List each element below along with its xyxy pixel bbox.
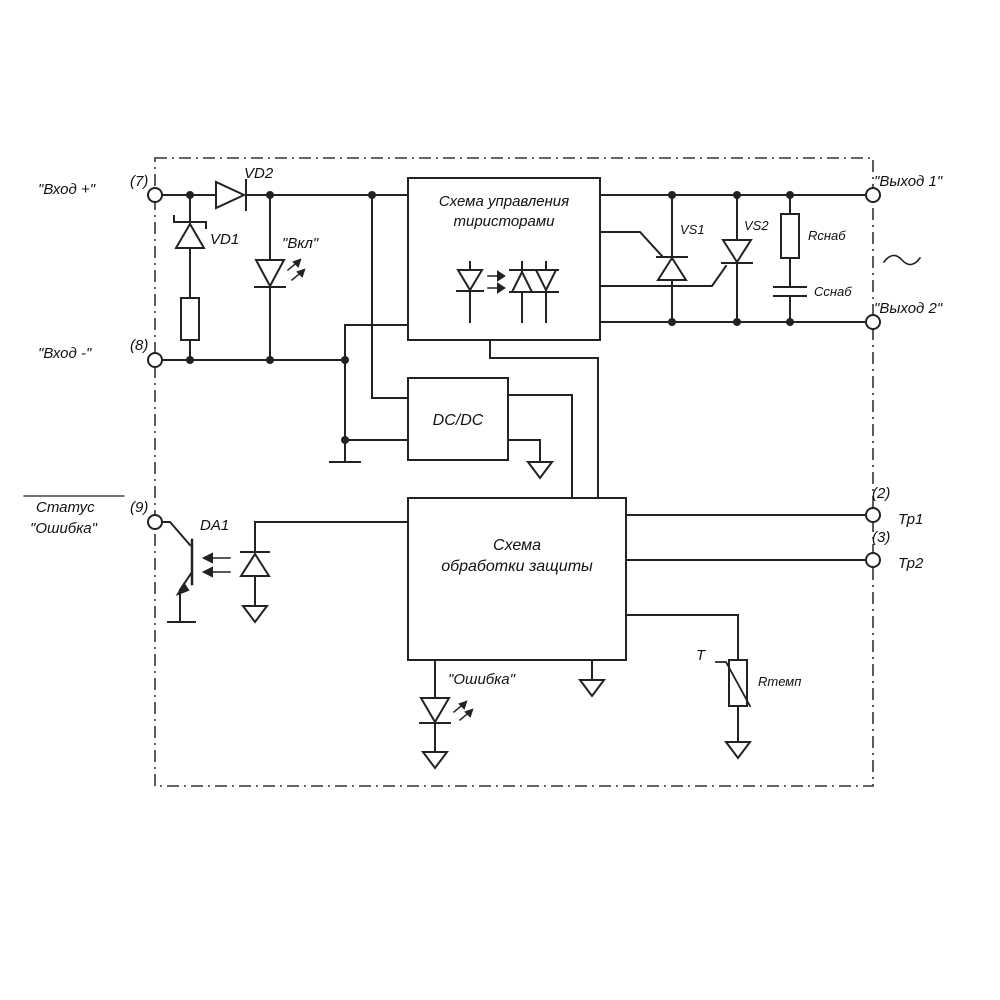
led-error bbox=[419, 659, 474, 770]
terminal-input-plus bbox=[147, 187, 163, 203]
da1-optocoupler bbox=[161, 521, 409, 624]
label-tp1-pin: (2) bbox=[872, 485, 890, 502]
label-status: Статус bbox=[36, 499, 95, 516]
label-tp2-pin: (3) bbox=[872, 529, 890, 546]
ac-symbol bbox=[882, 254, 922, 266]
ground-dcdc bbox=[526, 461, 554, 480]
label-input-plus: "Вход +" bbox=[38, 181, 96, 198]
vs1-thyristor bbox=[656, 194, 688, 323]
label-protection-2: обработки защиты bbox=[441, 558, 593, 575]
thermistor bbox=[625, 614, 752, 760]
vd2-diode bbox=[215, 179, 247, 211]
label-r-snubber: Rснаб bbox=[808, 228, 846, 243]
label-thermo-t: T bbox=[696, 647, 707, 664]
label-protection-1: Схема bbox=[493, 537, 541, 554]
label-led-error: "Ошибка" bbox=[448, 671, 516, 688]
vs2-thyristor bbox=[721, 194, 753, 323]
label-c-snubber: Cснаб bbox=[814, 284, 852, 299]
label-led-on: "Вкл" bbox=[282, 235, 319, 252]
label-vs1: VS1 bbox=[680, 222, 705, 237]
dcdc-block bbox=[407, 377, 509, 461]
snubber-rc bbox=[773, 194, 807, 323]
thyristor-control-block bbox=[407, 177, 601, 341]
label-input-minus: "Вход -" bbox=[38, 345, 92, 362]
terminal-tp1 bbox=[865, 507, 881, 523]
label-thyristor-ctrl-2: тиристорами bbox=[453, 213, 555, 230]
label-dcdc: DC/DC bbox=[433, 412, 484, 429]
terminal-input-minus bbox=[147, 352, 163, 368]
label-status-error: "Ошибка" bbox=[30, 520, 98, 537]
label-tp2: Тр2 bbox=[898, 555, 924, 572]
output-section bbox=[599, 191, 922, 326]
label-output1: "Выход 1" bbox=[874, 173, 943, 190]
protection-block bbox=[407, 497, 627, 661]
terminal-output1 bbox=[865, 187, 881, 203]
terminal-tp2 bbox=[865, 552, 881, 568]
ground-thermistor bbox=[724, 741, 752, 760]
terminal-status bbox=[147, 514, 163, 530]
module-frame bbox=[154, 157, 874, 787]
label-input-minus-pin: (8) bbox=[130, 337, 148, 354]
vd1-zener bbox=[173, 194, 207, 299]
terminal-output2 bbox=[865, 314, 881, 330]
label-status-pin: (9) bbox=[130, 499, 148, 516]
input-resistor bbox=[180, 297, 200, 341]
led-on bbox=[254, 194, 306, 361]
label-vd1: VD1 bbox=[210, 231, 239, 248]
label-da1: DA1 bbox=[200, 517, 229, 534]
label-output2: "Выход 2" bbox=[874, 300, 943, 317]
r-snubber bbox=[780, 213, 800, 259]
input-section bbox=[161, 179, 409, 444]
ground-protection bbox=[578, 679, 606, 698]
label-thyristor-ctrl-1: Схема управления bbox=[439, 193, 569, 210]
label-input-plus-pin: (7) bbox=[130, 173, 148, 190]
label-vd2: VD2 bbox=[244, 165, 274, 182]
ground-da1 bbox=[241, 605, 269, 624]
label-vs2: VS2 bbox=[744, 218, 769, 233]
label-r-temp: Rтемп bbox=[758, 674, 801, 689]
label-tp1: Тр1 bbox=[898, 511, 923, 528]
